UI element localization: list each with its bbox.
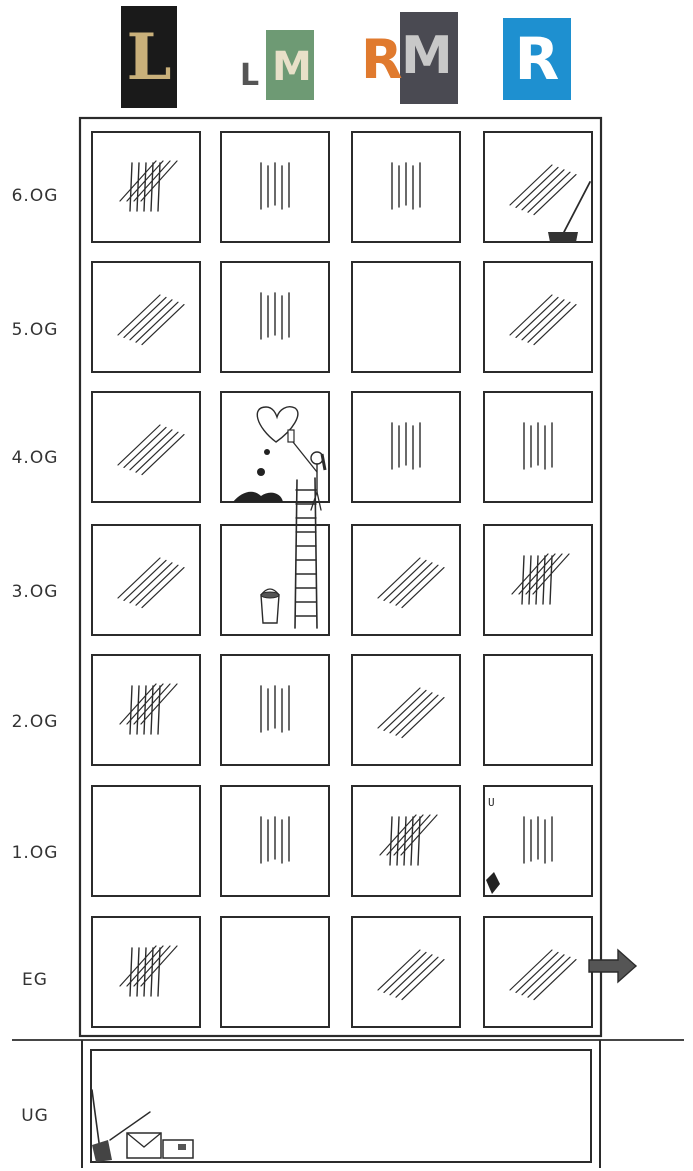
window-painter (221, 392, 329, 510)
window-diagonal (352, 917, 460, 1027)
window-diagonal (92, 262, 200, 372)
window-cross (352, 786, 460, 896)
svg-text:U: U (488, 796, 495, 809)
window-empty (352, 262, 460, 372)
window-empty (92, 786, 200, 896)
floor-label-ug: UG (10, 1106, 60, 1126)
window-vertical (221, 132, 329, 242)
broom-icon (548, 182, 590, 242)
graffiti-mark: U (486, 796, 500, 894)
window-cross (92, 655, 200, 765)
window-vertical (484, 392, 592, 502)
basement-items (92, 1090, 193, 1162)
window-cross (484, 525, 592, 635)
window-diagonal (352, 525, 460, 635)
window-vertical (352, 392, 460, 502)
window-diagonal (92, 392, 200, 502)
window-diagonal (352, 655, 460, 765)
window-bucket (221, 525, 329, 635)
window-vertical (221, 262, 329, 372)
window-vertical (221, 786, 329, 896)
window-diagonal (484, 917, 592, 1027)
window-diagonal (484, 262, 592, 372)
window-cross (92, 917, 200, 1027)
window-vertical (352, 132, 460, 242)
window-empty (484, 655, 592, 765)
window-vertical (221, 655, 329, 765)
window-diagonal (92, 525, 200, 635)
window-vertical (484, 786, 592, 896)
window-cross (92, 132, 200, 242)
window-empty (221, 917, 329, 1027)
window-diagonal (484, 132, 592, 242)
exit-arrow (589, 950, 636, 982)
